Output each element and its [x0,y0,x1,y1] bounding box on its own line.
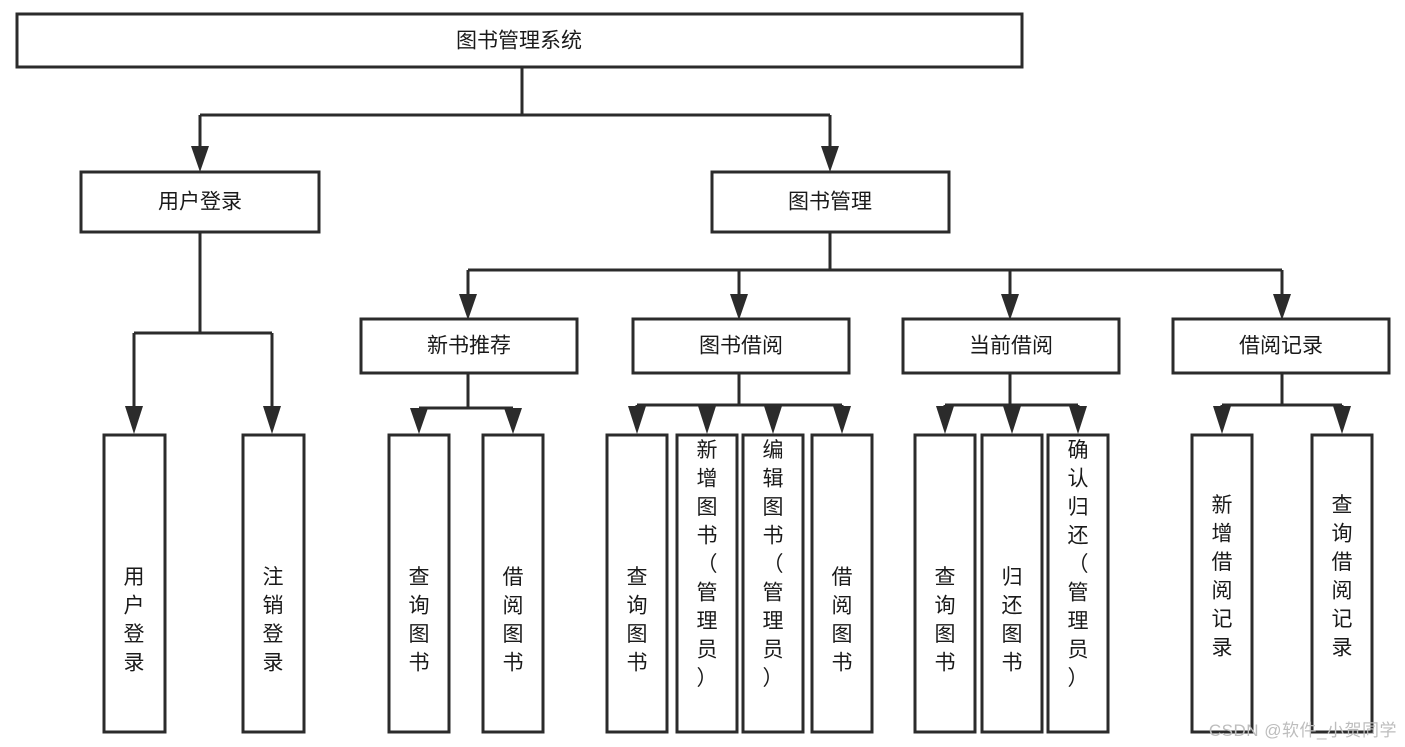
node-label-leaf-logout-login: 注销登录 [263,566,284,675]
arrow-head-icon [628,406,646,434]
arrow-head-icon [730,294,748,320]
node-label-leaf-edit-book-admin: 编辑图书（管理员） [763,439,784,690]
node-leaf-query-book-2[interactable]: 查询图书 [605,433,669,734]
node-box-shape [1046,433,1110,734]
node-current-borrow[interactable]: 当前借阅 [901,317,1121,375]
node-label-book-management: 图书管理 [788,191,872,214]
node-leaf-add-borrow-record[interactable]: 新增借阅记录 [1190,433,1254,734]
edge-group-borrow-record [1213,373,1351,434]
node-borrow-record[interactable]: 借阅记录 [1171,317,1391,375]
node-root-book-management-system[interactable]: 图书管理系统 [15,12,1024,69]
node-box-shape [741,433,805,734]
arrow-head-icon [459,294,477,320]
node-label-root: 图书管理系统 [456,30,582,53]
arrow-head-icon [1003,406,1021,434]
node-box-shape [15,12,1024,69]
arrow-head-icon [833,406,851,434]
arrow-head-icon [764,406,782,434]
node-box-shape [359,317,579,375]
arrow-head-icon [1333,406,1351,434]
arrow-head-icon [936,406,954,434]
edge-group-book-management [459,232,1291,320]
arrow-head-icon [1069,406,1087,434]
node-leaf-confirm-return-admin[interactable]: 确认归还（管理员） [1046,433,1110,734]
node-label-book-borrow: 图书借阅 [699,335,783,358]
node-label-leaf-query-borrow-record: 查询借阅记录 [1332,494,1353,660]
node-leaf-query-book-3[interactable]: 查询图书 [913,433,977,734]
node-label-leaf-add-borrow-record: 新增借阅记录 [1212,494,1233,660]
node-book-borrow[interactable]: 图书借阅 [631,317,851,375]
node-label-user-login: 用户登录 [158,191,242,214]
node-box-shape [901,317,1121,375]
node-leaf-add-book-admin[interactable]: 新增图书（管理员） [675,433,739,734]
node-leaf-edit-book-admin[interactable]: 编辑图书（管理员） [741,433,805,734]
arrow-head-icon [410,408,428,434]
node-leaf-user-login[interactable]: 用户登录 [102,433,167,734]
arrow-head-icon [1001,294,1019,320]
arrow-head-icon [1273,294,1291,320]
node-box-shape [79,170,321,234]
node-box-shape [631,317,851,375]
arrow-head-icon [698,406,716,434]
node-box-shape [102,433,167,734]
edge-group-new-book-recommend [410,373,522,434]
node-label-leaf-borrow-book-1: 借阅图书 [503,566,524,675]
edge-group-current-borrow [936,373,1087,434]
arrow-head-icon [1213,406,1231,434]
node-label-borrow-record: 借阅记录 [1239,335,1323,358]
node-user-login[interactable]: 用户登录 [79,170,321,234]
node-box-shape [1171,317,1391,375]
node-box-shape [241,433,306,734]
node-box-shape [710,170,951,234]
node-box-shape [810,433,874,734]
node-label-leaf-borrow-book-2: 借阅图书 [832,566,853,675]
node-box-shape [387,433,451,734]
node-leaf-borrow-book-1[interactable]: 借阅图书 [481,433,545,734]
arrow-head-icon [504,408,522,434]
node-box-shape [913,433,977,734]
node-box-shape [980,433,1044,734]
arrow-head-icon [821,146,839,172]
node-new-book-recommend[interactable]: 新书推荐 [359,317,579,375]
arrow-head-icon [125,406,143,434]
node-leaf-query-borrow-record[interactable]: 查询借阅记录 [1310,433,1374,734]
node-book-management[interactable]: 图书管理 [710,170,951,234]
node-leaf-logout-login[interactable]: 注销登录 [241,433,306,734]
node-leaf-return-book[interactable]: 归还图书 [980,433,1044,734]
node-box-shape [1190,433,1254,734]
watermark-text: CSDN @软件_小贺同学 [1208,721,1397,740]
node-label-leaf-query-book-1: 查询图书 [409,566,430,675]
arrow-head-icon [191,146,209,172]
node-box-shape [605,433,669,734]
node-label-new-book-recommend: 新书推荐 [427,335,511,358]
node-label-leaf-query-book-3: 查询图书 [935,566,956,675]
node-leaf-query-book-1[interactable]: 查询图书 [387,433,451,734]
node-label-leaf-add-book-admin: 新增图书（管理员） [697,439,718,690]
edge-group-book-borrow [628,373,851,434]
node-label-leaf-query-book-2: 查询图书 [627,566,648,675]
node-box-shape [1310,433,1374,734]
arrow-head-icon [263,406,281,434]
node-label-leaf-confirm-return-admin: 确认归还（管理员） [1068,439,1089,690]
node-box-shape [675,433,739,734]
edge-group-user-login [125,232,281,434]
node-label-current-borrow: 当前借阅 [969,335,1053,358]
node-label-leaf-user-login: 用户登录 [124,566,145,675]
node-leaf-borrow-book-2[interactable]: 借阅图书 [810,433,874,734]
node-box-shape [481,433,545,734]
edge-group-root [191,67,839,172]
node-label-leaf-return-book: 归还图书 [1002,566,1023,675]
